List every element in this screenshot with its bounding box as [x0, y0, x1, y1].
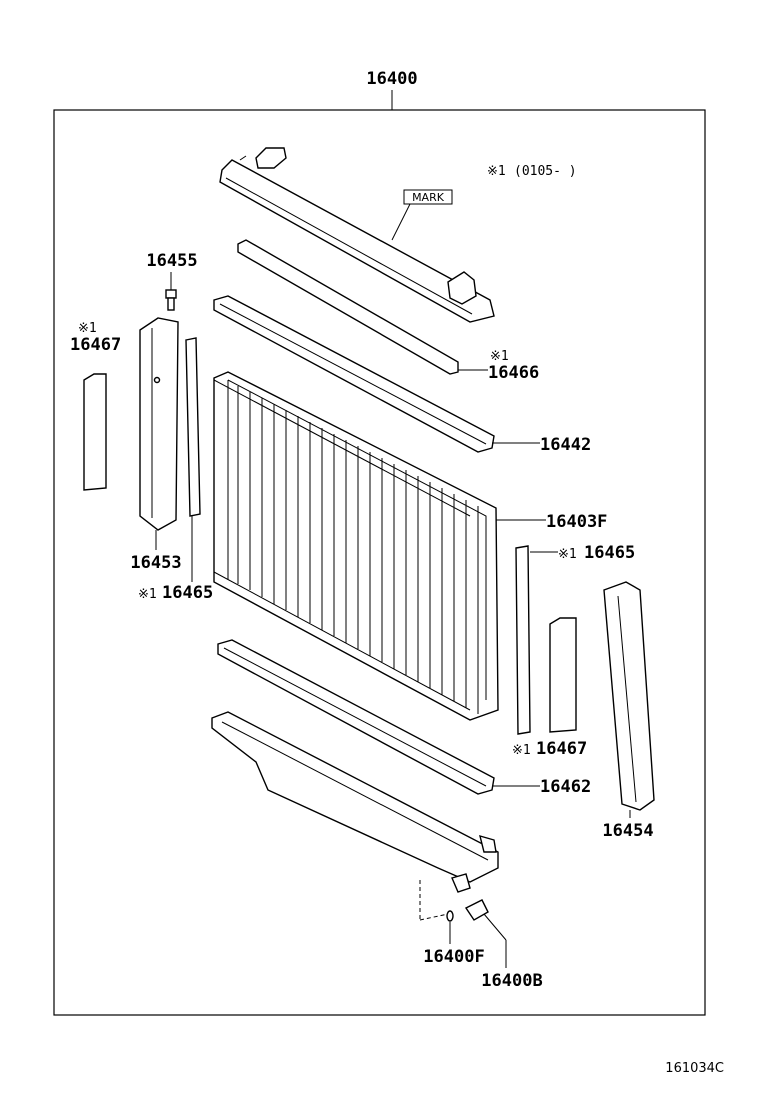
label-16465-left-mark: ※1 [138, 587, 157, 602]
mark-box [403, 189, 453, 205]
upper-tank [219, 147, 495, 323]
label-16465-right-mark: ※1 [558, 547, 577, 562]
label-16462: 16462 [540, 777, 591, 797]
mark-leader [391, 203, 411, 241]
radiator-core [213, 371, 499, 721]
side-strip-right [515, 545, 531, 735]
side-bracket-right [603, 581, 655, 811]
figure-id: 161034C [665, 1061, 724, 1076]
label-16442: 16442 [540, 435, 591, 455]
label-16465-right: 16465 [584, 543, 635, 563]
note-mark: ※1 [487, 164, 506, 179]
seal-strip-upper [237, 239, 459, 375]
label-16403F: 16403F [546, 512, 607, 532]
label-16454: 16454 [602, 821, 653, 841]
label-16467-left-mark: ※1 [78, 321, 97, 336]
label-16400B: 16400B [481, 971, 542, 991]
side-seal-right [549, 617, 577, 733]
label-16466: 16466 [488, 363, 539, 383]
label-16467-right: 16467 [536, 739, 587, 759]
drain-cock [464, 899, 489, 921]
label-16400F: 16400F [423, 947, 484, 967]
label-16467-left: 16467 [70, 335, 121, 355]
mark-label: MARK [412, 191, 445, 204]
label-16455: 16455 [146, 251, 197, 271]
note-text: (0105- ) [514, 164, 577, 179]
lower-tank [211, 711, 499, 893]
dashed-line-2 [419, 913, 449, 921]
side-strip-left [185, 337, 201, 517]
label-16466-mark: ※1 [490, 349, 509, 364]
label-16467-right-mark: ※1 [512, 743, 531, 758]
leader-16400B [483, 913, 507, 941]
assembly-number: 16400 [366, 69, 417, 89]
assembly-frame [53, 109, 706, 1016]
drain-plug-gasket [446, 910, 454, 922]
bolt [165, 289, 177, 311]
side-seal-left [83, 373, 107, 491]
label-16465-left: 16465 [162, 583, 213, 603]
label-16453: 16453 [130, 553, 181, 573]
side-bracket-left [139, 317, 179, 531]
